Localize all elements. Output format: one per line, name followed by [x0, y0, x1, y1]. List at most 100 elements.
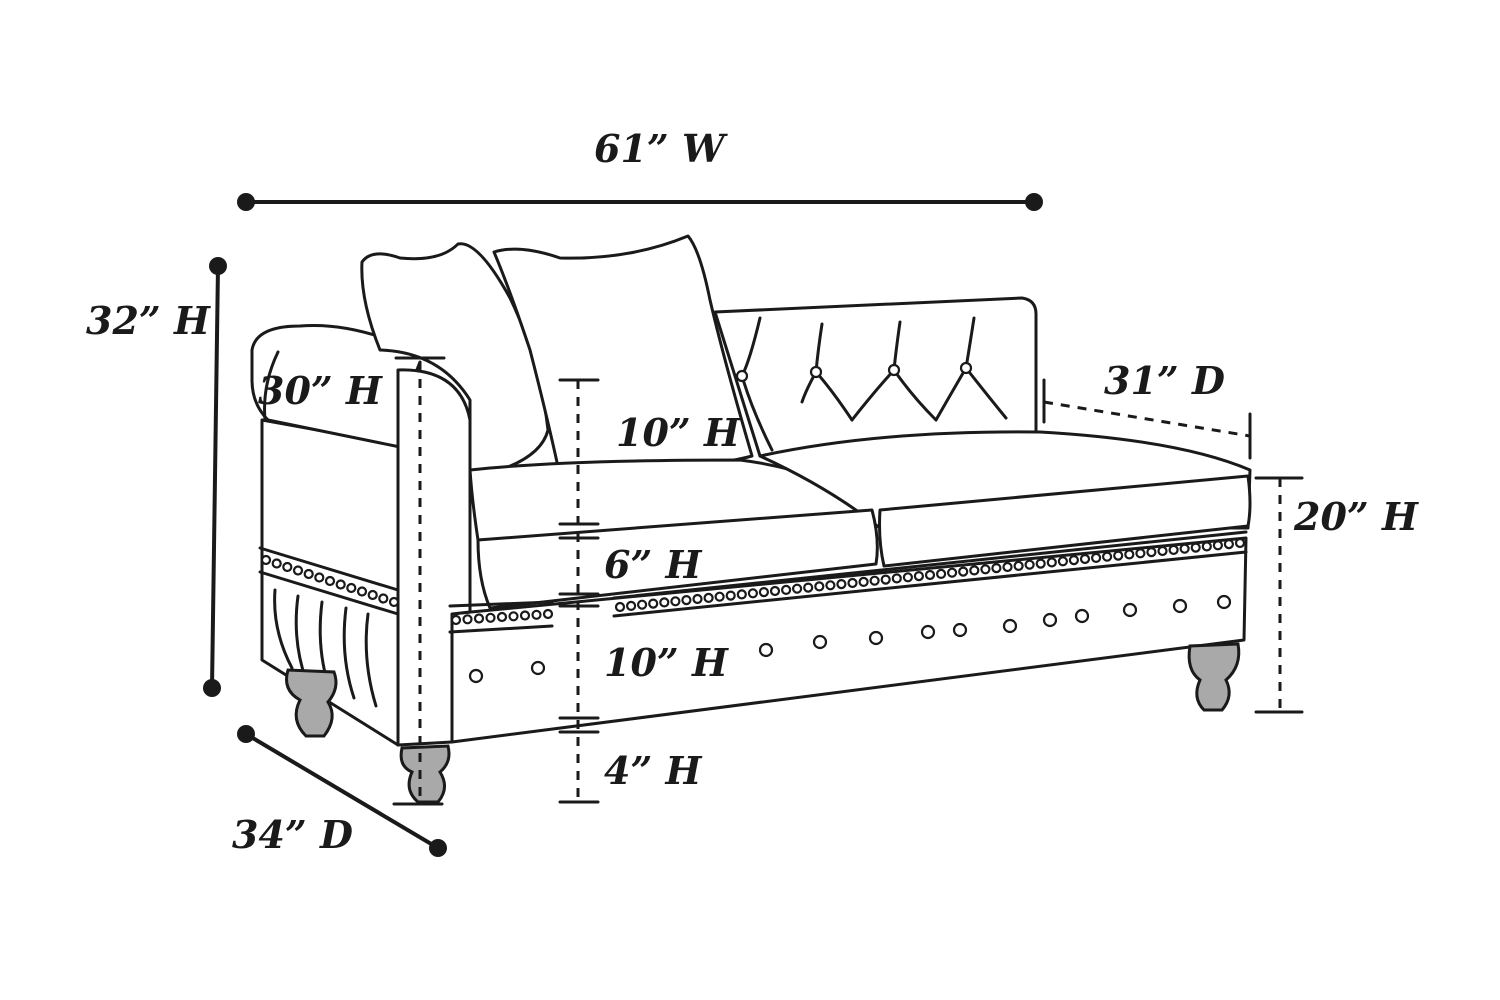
nailhead-stud [1013, 560, 1024, 572]
leg-front-right [1187, 642, 1241, 712]
nailhead-stud [780, 584, 792, 596]
nailhead-stud [292, 565, 304, 576]
nailhead-stud [935, 568, 947, 580]
nailhead-stud [367, 589, 378, 601]
leg-back-left [285, 668, 338, 738]
nailhead-stud [880, 574, 891, 585]
overall-depth-line [244, 732, 440, 850]
nailhead-stud [703, 592, 714, 604]
nailhead-stud [346, 582, 357, 594]
nailhead-stud [1135, 548, 1146, 559]
nailhead-stud [791, 583, 803, 594]
nailhead-stud [450, 614, 462, 626]
nailhead-stud [378, 593, 389, 604]
nailhead-stud [531, 609, 542, 620]
nailhead-stud [542, 608, 554, 620]
nailhead-stud [736, 589, 747, 600]
nailhead-stud [692, 593, 703, 605]
nailhead-stud [1234, 537, 1246, 549]
nailhead-stud [1068, 554, 1080, 566]
nailhead-stud [869, 575, 880, 586]
back-tufting [735, 316, 1008, 452]
nailhead-stud [991, 562, 1002, 574]
arm-height-label: 30” H [258, 368, 382, 413]
nailhead-stud [1090, 552, 1102, 564]
nailhead-stud [847, 577, 858, 589]
nailhead-stud [725, 590, 736, 601]
nailhead-stud [496, 611, 508, 623]
left-arm-front [396, 368, 472, 747]
nailhead-stud [1101, 551, 1113, 562]
nailhead-stud [324, 575, 336, 587]
nailhead-stud [670, 596, 681, 607]
seat-depth-label: 31” D [1104, 358, 1225, 403]
width-label: 61” W [594, 126, 725, 171]
nailhead-stud [769, 585, 781, 597]
nailhead-stud [1190, 542, 1201, 553]
nailhead-stud [969, 565, 980, 576]
nailhead-stud [356, 586, 368, 597]
nailhead-stud [1113, 550, 1124, 561]
nailhead-stud [1201, 541, 1212, 552]
nailhead-stud [462, 614, 473, 625]
nailhead-stud [747, 588, 759, 599]
nailhead-stud [681, 594, 692, 606]
nailhead-stud [648, 598, 659, 609]
nailhead-trim [258, 530, 1248, 634]
seat-depth-line [1043, 400, 1251, 438]
overall-depth-label: 34” D [232, 812, 353, 857]
nailhead-stud [836, 578, 847, 590]
nailhead-stud [1223, 538, 1235, 550]
nailhead-stud [958, 566, 969, 577]
seat-height-label: 20” H [1294, 494, 1418, 539]
nailhead-stud [758, 586, 770, 598]
nailhead-stud [714, 591, 725, 602]
cushion-front-right [878, 474, 1252, 568]
nailhead-stud [1168, 544, 1179, 556]
nailhead-stud [519, 610, 531, 621]
overall-height-label: 32” H [86, 298, 210, 343]
nailhead-stud [625, 600, 637, 612]
cushion-height-label: 6” H [604, 542, 702, 587]
nailhead-stud [260, 554, 272, 566]
nailhead-stud [1146, 546, 1157, 558]
nailhead-stud [946, 567, 958, 578]
pillow-height-label: 10” H [616, 410, 740, 455]
nailhead-stud [902, 572, 914, 583]
nailhead-stud [1035, 558, 1046, 569]
nailhead-stud [825, 580, 836, 591]
nailhead-stud [271, 558, 282, 569]
nailhead-stud [485, 612, 496, 623]
nailhead-stud [980, 564, 991, 575]
nailhead-stud [891, 573, 902, 584]
nailhead-stud [508, 611, 519, 622]
nailhead-stud [1212, 540, 1224, 551]
nailhead-stud [1179, 543, 1190, 554]
nailhead-stud [913, 570, 925, 582]
nailhead-stud [314, 572, 325, 583]
nailhead-stud [924, 569, 936, 581]
base-height-label: 10” H [604, 640, 728, 685]
nailhead-stud [1079, 553, 1091, 565]
nailhead-stud [388, 596, 400, 608]
nailhead-stud [803, 582, 814, 593]
nailhead-stud [473, 613, 485, 624]
nailhead-stud [636, 599, 648, 610]
nailhead-stud [1046, 557, 1057, 568]
nailhead-stud [659, 597, 670, 608]
nailhead-stud [814, 581, 825, 592]
nailhead-studs [260, 537, 1246, 626]
nailhead-stud [1124, 549, 1135, 560]
leg-front-left [399, 744, 451, 804]
nailhead-stud [614, 601, 626, 613]
nailhead-stud [303, 568, 314, 580]
nailhead-stud [1157, 545, 1168, 557]
nailhead-stud [858, 576, 869, 588]
overall-height-line [210, 264, 220, 690]
nailhead-stud [335, 579, 346, 590]
nailhead-stud [282, 561, 293, 573]
nailhead-stud [1057, 556, 1069, 567]
leg-height-label: 4” H [604, 748, 702, 793]
